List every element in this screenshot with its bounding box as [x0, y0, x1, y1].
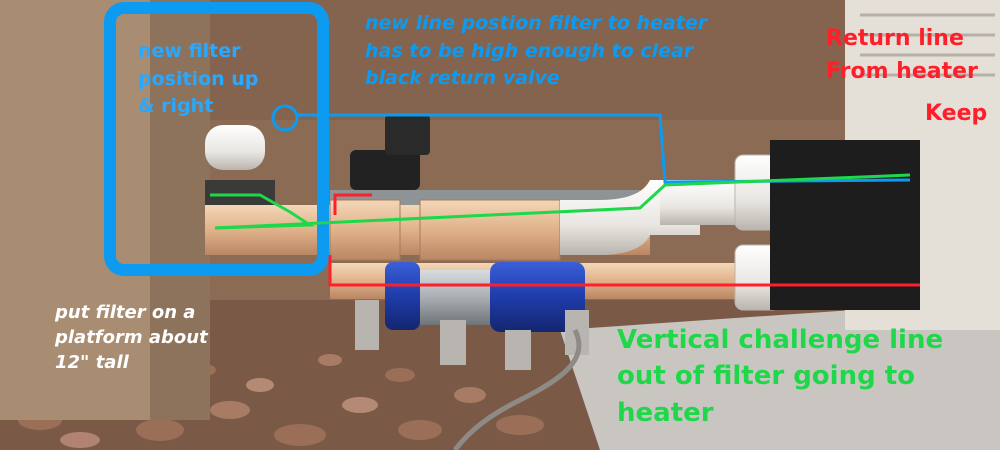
concrete-pad	[560, 300, 1000, 450]
new-line-route-blue	[297, 113, 911, 184]
new-line-position-label: new line postion filter to heater has to…	[365, 12, 708, 90]
new-filter-position-label: new filter position up & right	[138, 40, 259, 118]
return-line-red	[333, 193, 372, 215]
chlorinator-blue-right	[490, 262, 585, 332]
new-filter-position-box	[104, 2, 329, 276]
filter-tank-shade	[150, 0, 210, 420]
black-valve-cap	[385, 115, 430, 155]
support-post-1	[355, 300, 379, 350]
platform-label: put filter on a platform about 12" tall	[55, 302, 208, 374]
existing-line-green	[214, 173, 911, 230]
return-line-red-lower	[328, 255, 920, 287]
keep-label: Keep	[925, 101, 988, 126]
return-line-label: Return line From heater	[826, 26, 978, 84]
vertical-line-label: Vertical challenge line out of filter go…	[617, 325, 944, 428]
black-return-valve	[350, 150, 420, 190]
grey-cable	[453, 328, 582, 450]
filter-connector-green	[210, 193, 315, 230]
support-post-2	[440, 320, 466, 365]
support-post-3	[505, 330, 531, 370]
filter-fitting-white	[205, 125, 265, 170]
upper-pvc-coupling	[329, 199, 401, 261]
chlorinator-blue-left	[385, 262, 420, 330]
filter-position-marker	[271, 104, 299, 132]
heater-connector-black	[770, 140, 920, 310]
upper-pvc-coupling-2	[419, 199, 561, 261]
heater-vents	[860, 13, 995, 77]
